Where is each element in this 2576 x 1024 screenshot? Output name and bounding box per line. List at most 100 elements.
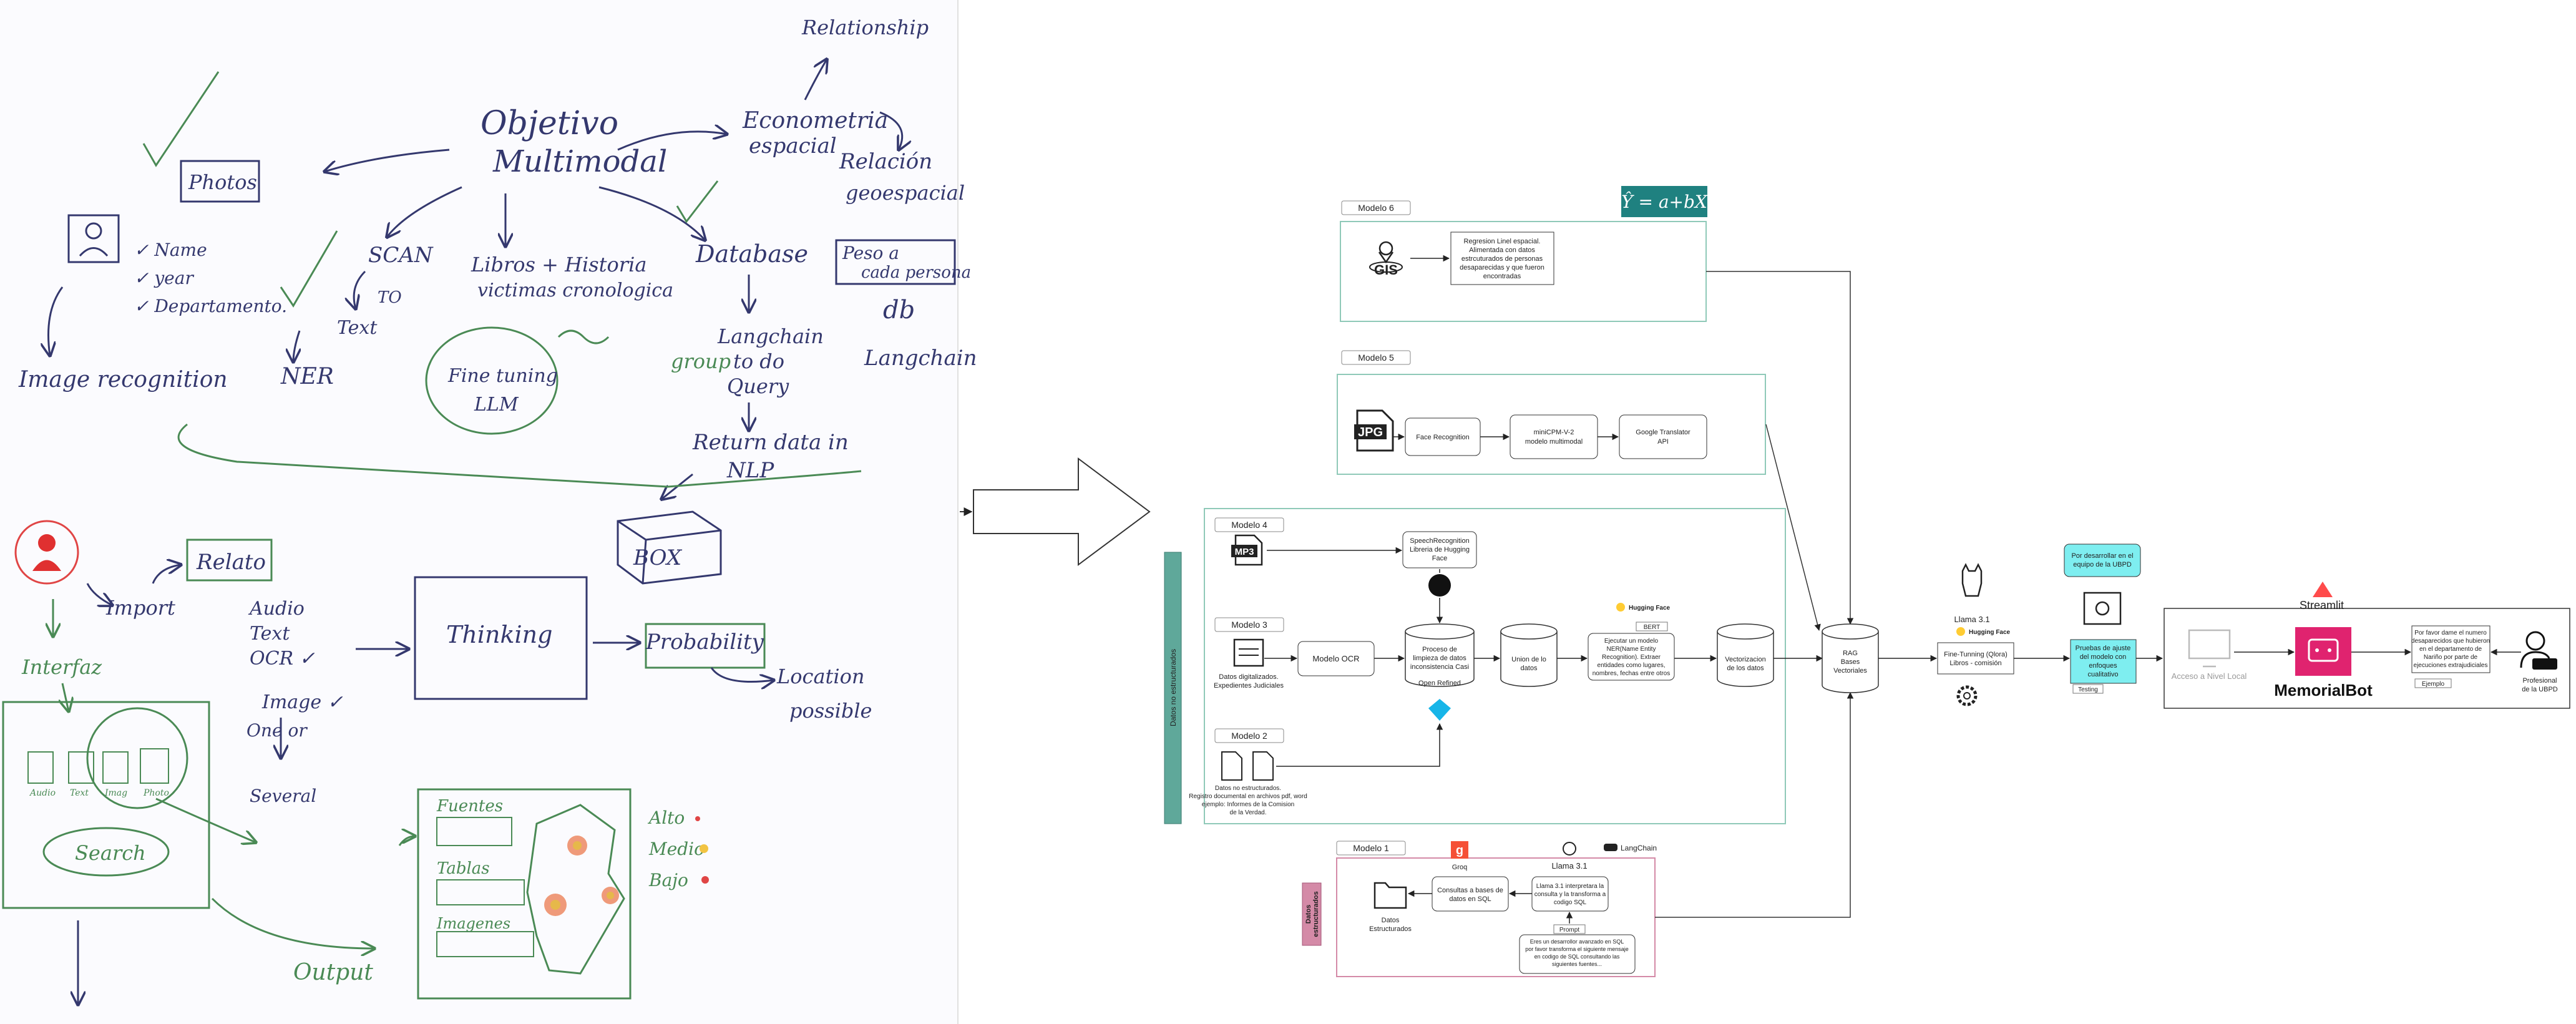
sketch-text: Text — [337, 317, 378, 339]
sketch-peso-box — [835, 239, 956, 285]
prompt-3: en codigo de SQL consultando las — [1534, 953, 1620, 960]
sketch-langchain-q2: to do — [733, 349, 784, 373]
sketch-tablas: Tablas — [437, 859, 490, 878]
bert-label: BERT — [1644, 624, 1661, 631]
gear-icon — [1956, 685, 1978, 706]
sketch-tile-photo: Photo — [143, 788, 169, 798]
open-refined-diamond — [1428, 699, 1451, 721]
sketch-relacion-2: geoespacial — [846, 181, 965, 205]
hf-label: Hugging Face — [1969, 629, 2011, 636]
sketch-fuentes: Fuentes — [436, 797, 503, 816]
sketch-field-name: ✓ Name — [134, 240, 207, 260]
modelo6-label: Modelo 6 — [1358, 203, 1394, 213]
sketch-location-1: Location — [776, 665, 864, 688]
sketch-box-cube — [617, 510, 722, 585]
chat-4: Nariño por parte de — [2424, 654, 2478, 661]
sketch-input-ocr: OCR ✓ — [250, 648, 315, 670]
hugging-face-tag: Hugging Face — [1629, 605, 1671, 612]
proceso-cylinder — [1405, 623, 1475, 687]
llama-sql-icon — [1563, 842, 1576, 856]
regresion-4: desaparecidas y que fueron — [1460, 264, 1544, 271]
pruebas-2: del modelo con — [2080, 653, 2127, 661]
memorialbot-label: MemorialBot — [2274, 681, 2373, 700]
consultas-2: datos en SQL — [1449, 895, 1491, 903]
llama-sql-2: consulta y la transforma a — [1534, 891, 1606, 898]
sketch-econometria-1: Econometria — [742, 108, 888, 134]
ner-desc-2: NER(Name Entity — [1607, 646, 1656, 653]
groq-icon — [1451, 841, 1468, 859]
rag-1: RAG — [1843, 650, 1858, 657]
chat-3: en el departamento de — [2419, 646, 2482, 653]
profesional-icon — [2525, 631, 2545, 651]
sketch-legend-medio: Medio — [648, 839, 705, 859]
pdf-icon — [1252, 751, 1274, 781]
architecture-diagram: Ŷ = a+bX Modelo 6 GIS Regresion Linel es… — [1164, 186, 2570, 977]
ejemplo-tag: Ejemplo — [2422, 681, 2445, 688]
sketch-panel: Objetivo Multimodal Relationship Econome… — [0, 0, 977, 1024]
chat-5: ejecuciones extrajudiciales — [2414, 662, 2488, 669]
union-cylinder — [1500, 623, 1558, 687]
sketch-db: db — [883, 296, 915, 324]
pruebas-4: cualitativo — [2088, 671, 2119, 678]
por-desarrollar-2: equipo de la UBPD — [2073, 561, 2132, 568]
prompt-tag: Prompt — [1559, 927, 1579, 934]
sketch-return-1: Return data in — [692, 430, 849, 455]
speech-2: Libreria de Hugging — [1410, 546, 1470, 553]
llama-sql-3: codigo SQL — [1554, 899, 1587, 906]
sketch-interfaz: Interfaz — [21, 655, 102, 679]
sketch-to: TO — [378, 288, 402, 307]
sketch-langchain-q3: Query — [727, 374, 789, 398]
regresion-1: Regresion Linel espacial. — [1464, 238, 1541, 245]
modelo5-label: Modelo 5 — [1358, 353, 1394, 363]
rag-cylinder — [1822, 623, 1879, 693]
sketch-peso-2: cada persona — [861, 263, 971, 282]
finetune-1: Fine-Tunning (Qlora) — [1944, 651, 2008, 658]
profesional-2: de la UBPD — [2522, 686, 2558, 693]
ner-desc-3: Recognition). Extraer — [1602, 654, 1661, 661]
modelo4-label: Modelo 4 — [1231, 520, 1267, 530]
transition-arrow — [973, 457, 1151, 566]
ner-desc-1: Ejecutar un modelo — [1604, 638, 1659, 645]
sketch-relato: Relato — [196, 550, 266, 575]
mp3-label: MP3 — [1235, 547, 1254, 557]
testing-tools-icon — [2083, 592, 2122, 625]
sketch-colombia-map — [526, 804, 625, 975]
side-estructurados — [1302, 882, 1322, 946]
sketch-probability: Probability — [645, 630, 764, 655]
sketch-objective-2: Multimodal — [492, 144, 667, 179]
sketch-field-year: ✓ year — [134, 268, 194, 288]
regresion-5: encontradas — [1483, 273, 1521, 280]
vectorizacion-cylinder — [1717, 623, 1774, 687]
person-icon — [67, 214, 120, 263]
no-estructurados-3: ejemplo: Informes de la Comision — [1202, 801, 1294, 808]
sketch-libros-1: Libros + Historia — [471, 253, 646, 276]
estructurados-2: Estructurados — [1369, 925, 1412, 933]
sketch-input-image: Image ✓ — [261, 691, 343, 713]
sketch-tile-audio: Audio — [29, 788, 56, 798]
sketch-image-recognition: Image recognition — [18, 367, 228, 393]
translator-1: Google Translator — [1636, 429, 1690, 436]
sketch-photos: Photos — [188, 170, 257, 194]
folder-icon — [1373, 882, 1407, 909]
sketch-peso-1: Peso a — [842, 243, 899, 263]
side-no-estructurados — [1164, 552, 1182, 824]
sketch-box: BOX — [633, 545, 683, 570]
formula-text: Ŷ = a+bX — [1621, 192, 1708, 212]
sketch-probability-box — [645, 623, 766, 669]
gis-label: GIS — [1374, 262, 1398, 278]
langchain-logo — [1604, 844, 1617, 851]
sketch-thinking: Thinking — [446, 621, 552, 648]
monitor-icon — [2188, 629, 2231, 660]
modelo5-frame — [1337, 374, 1766, 475]
streamlit-logo — [2313, 582, 2333, 597]
modelo3-label: Modelo 3 — [1231, 620, 1267, 630]
pruebas-1: Pruebas de ajuste — [2076, 645, 2131, 652]
user-icon — [14, 520, 79, 585]
sketch-interface-frame — [2, 701, 210, 909]
side-estructurados-2: estructurados — [1312, 891, 1320, 937]
chat-1: Por favor dame el numero — [2414, 630, 2487, 636]
modelos-234-frame — [1204, 508, 1786, 824]
sketch-several: Several — [250, 786, 316, 806]
acceso-label: Acceso a Nivel Local — [2172, 671, 2247, 681]
por-desarrollar-1: Por desarrollar en el — [2071, 552, 2133, 560]
